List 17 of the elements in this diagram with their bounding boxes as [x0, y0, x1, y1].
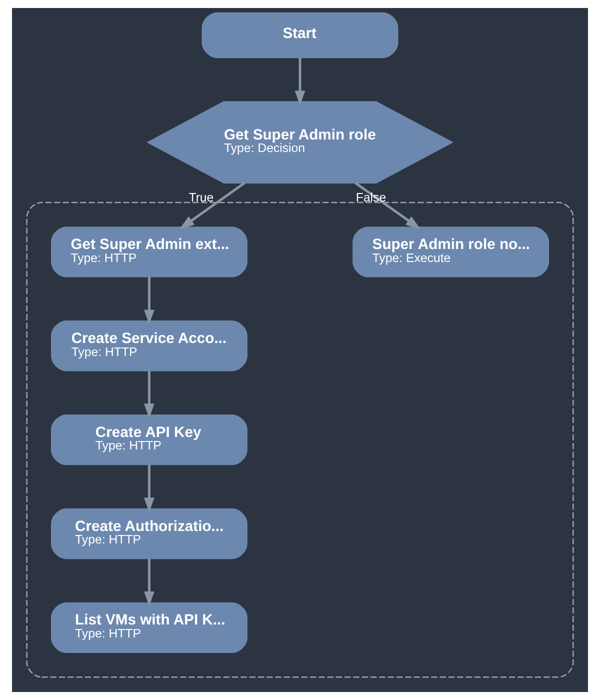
arrow: [144, 558, 154, 606]
edge-label: True: [188, 190, 214, 204]
node-box: Create Authorizatio... Type: HTTP: [50, 508, 248, 560]
node-box: List VMs with API K... Type: HTTP: [50, 602, 248, 654]
cluster: [26, 202, 574, 678]
arrow: [294, 58, 306, 106]
edge-label: False: [356, 190, 386, 204]
arrow: [180, 182, 246, 230]
arrow: [354, 182, 420, 230]
node-box: Create Service Acco... Type: HTTP: [50, 320, 248, 372]
node-box: Start: [202, 12, 398, 58]
node-box: Create API Key Type: HTTP: [50, 414, 248, 466]
arrow: [144, 276, 154, 325]
node-box: Super Admin role no... Type: Execute: [352, 226, 550, 278]
arrow: [144, 464, 154, 512]
node-box: Get Super Admin ext... Type: HTTP: [50, 226, 248, 278]
arrow: [144, 370, 154, 419]
